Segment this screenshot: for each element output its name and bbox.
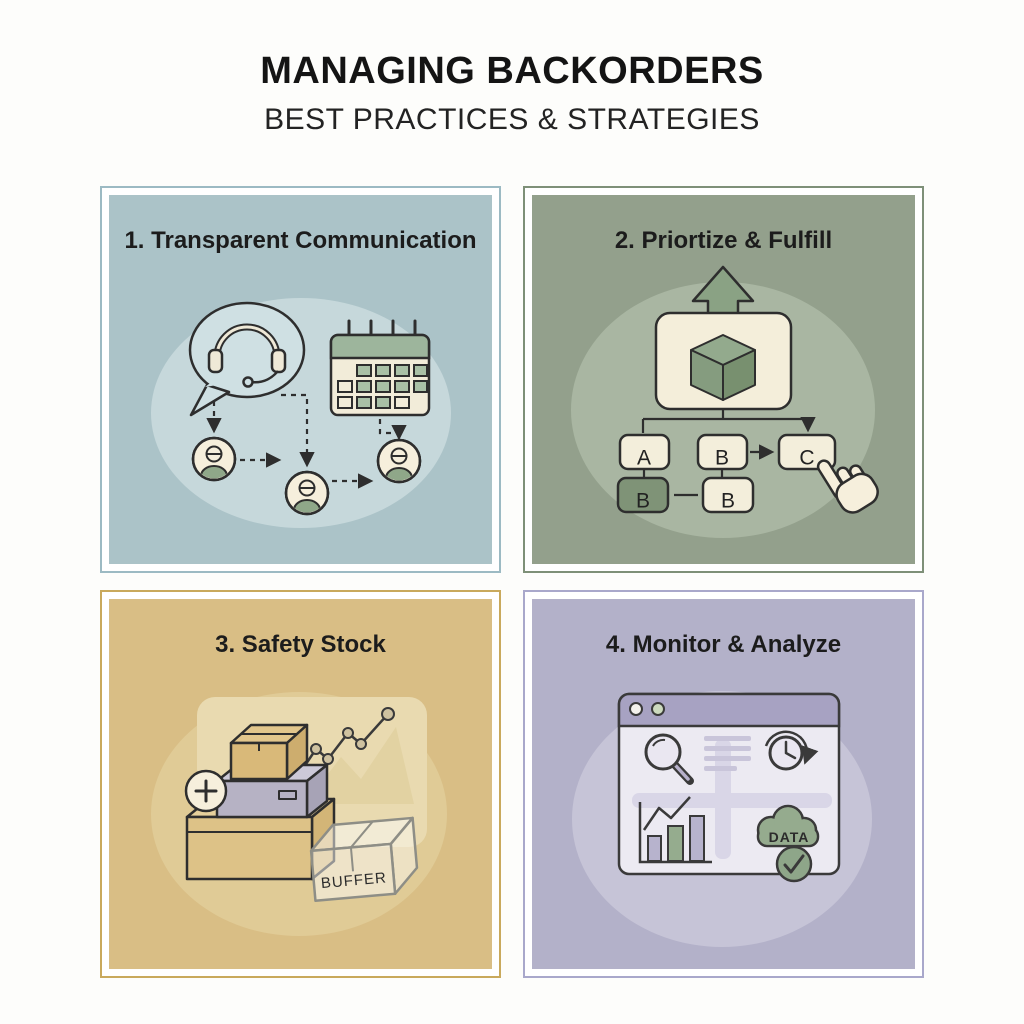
panel-safety-stock: 3. Safety Stock [100,590,501,978]
data-cloud-icon: DATA [756,804,820,848]
hand-cursor-icon [816,459,879,514]
flow-box-b2-label: B [636,490,650,513]
panel-2-label: 2. Priortize & Fulfill [614,227,833,254]
plus-circle-icon [184,769,228,813]
person-icon [284,470,330,516]
headset-icon [207,323,287,388]
monitoring-illustration: DATA [572,691,872,947]
page-subtitle: BEST PRACTICES & STRATEGIES [264,103,760,136]
window-dot-icon [651,702,665,716]
flow-box-b-label: B [715,447,729,470]
buffer-box-icon: BUFFER [309,816,419,902]
text-lines [704,736,751,771]
magnifier-icon [644,733,694,785]
dashed-arrow-icon [206,393,407,489]
bar-chart-icon [638,796,712,864]
data-label: DATA [769,829,810,845]
panel-3-label: 3. Safety Stock [215,631,386,658]
calendar-icon [329,319,431,417]
flowchart-connectors [641,409,816,497]
buffer-label: BUFFER [320,869,387,892]
check-circle-icon [775,845,813,883]
panel-prioritize-fulfill: 2. Priortize & Fulfill [523,186,924,573]
trend-line-chart-icon [302,707,414,804]
safety-stock-illustration: BUFFER [151,692,447,936]
panel-4-label: 4. Monitor & Analyze [605,631,842,658]
page-title: MANAGING BACKORDERS [260,50,764,92]
flow-box-c-label: C [799,447,814,470]
history-clock-icon [764,730,819,771]
panel-transparent-communication: 1. Transparent Communication [100,186,501,573]
panel-1-label: 1. Transparent Communication [124,227,477,254]
panel-monitor-analyze: 4. Monitor & Analyze [523,590,924,978]
header: MANAGING BACKORDERS BEST PRACTICES & STR… [0,50,1024,137]
package-box-icon [690,334,756,401]
flow-box-b3-label: B [721,490,735,513]
flow-box-a-label: A [637,447,651,470]
window-dot-icon [629,702,643,716]
person-icon [191,436,237,482]
person-icon [376,438,422,484]
fulfillment-illustration: A B C B B [571,265,879,538]
communication-illustration [151,298,451,528]
